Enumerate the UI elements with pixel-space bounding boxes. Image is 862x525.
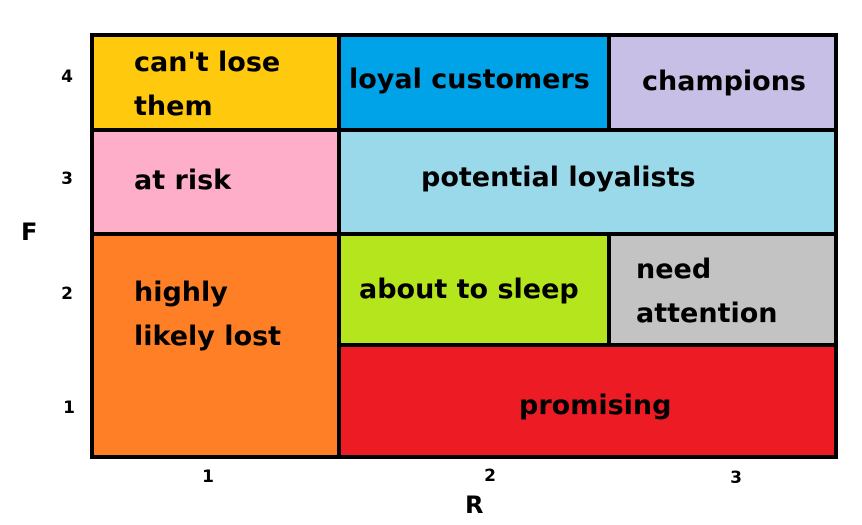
segment-label: potential loyalists [421,162,696,193]
segment-label: loyal customers [349,64,590,95]
y-tick-2: 2 [61,284,73,304]
y-tick-4: 4 [61,67,73,87]
segment-label: champions [642,66,807,97]
segment-label: about to sleep [359,274,579,305]
y-tick-1: 1 [63,398,75,418]
x-tick-2: 2 [484,466,496,486]
segment-promising: promising [341,347,834,455]
x-axis-label: R [465,491,484,519]
y-tick-3: 3 [61,169,73,189]
segment-loyal-customers: loyal customers [341,37,607,128]
segment-label: promising [519,390,672,421]
segment-about-to-sleep: about to sleep [341,236,607,343]
x-tick-3: 3 [730,468,742,488]
y-axis-label: F [21,218,38,246]
segment-at-risk: at risk [94,132,337,232]
segment-champions: champions [611,37,834,128]
segment-potential-loyalists: potential loyalists [341,132,834,232]
x-tick-1: 1 [202,467,214,487]
segment-label: at risk [134,165,232,196]
